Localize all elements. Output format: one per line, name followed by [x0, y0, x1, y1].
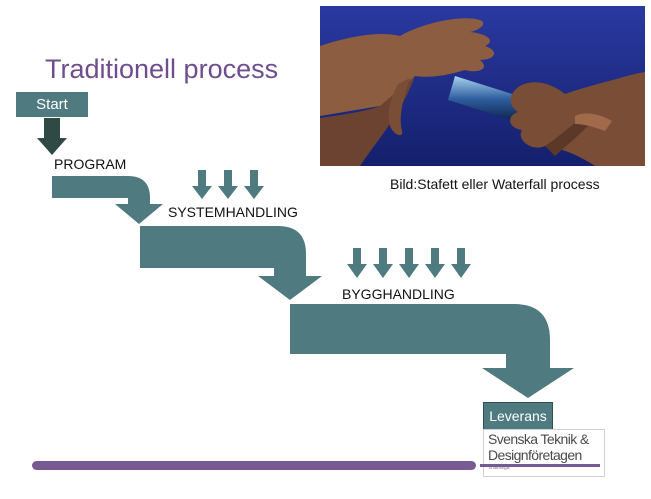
down-arrow-icon — [425, 248, 445, 278]
leverans-box: Leverans — [483, 402, 553, 430]
down-arrow-icon — [244, 170, 264, 199]
down-arrow-icon — [218, 170, 238, 199]
logo-line2: Designföretagen — [488, 447, 582, 463]
accent-bar — [32, 461, 476, 470]
logo-subline: a almega — [489, 465, 510, 471]
down-arrow-icon — [192, 170, 212, 199]
start-arrow-icon — [37, 118, 67, 155]
stage-label-program: PROGRAM — [54, 156, 127, 172]
start-box: Start — [16, 92, 88, 117]
down-arrow-icon — [399, 248, 419, 278]
slide-title: Traditionell process — [45, 54, 279, 84]
down-arrow-icon — [373, 248, 393, 278]
stage-program-arrow — [52, 176, 163, 224]
bygghandling-input-arrows — [347, 248, 471, 278]
down-arrow-icon — [347, 248, 367, 278]
relay-baton-photo — [320, 6, 645, 166]
down-arrow-icon — [451, 248, 471, 278]
accent-bar-thin — [480, 464, 600, 467]
systemhandling-input-arrows — [192, 170, 264, 199]
company-logo: Svenska Teknik & Designföretagen a almeg… — [483, 429, 605, 477]
stage-systemhandling-arrow — [140, 226, 322, 300]
stage-label-bygghandling: BYGGHANDLING — [342, 286, 455, 302]
stage-label-systemhandling: SYSTEMHANDLING — [168, 204, 298, 220]
stage-bygghandling-arrow — [290, 304, 574, 398]
logo-line1: Svenska Teknik & — [488, 431, 589, 447]
photo-caption: Bild:Stafett eller Waterfall process — [390, 176, 600, 192]
